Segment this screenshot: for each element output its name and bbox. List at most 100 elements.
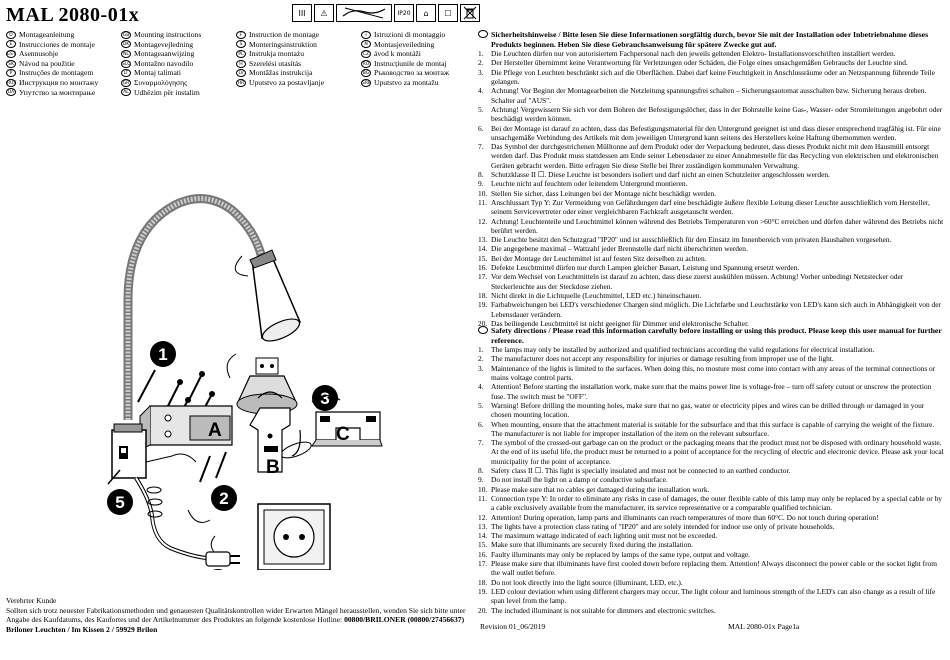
list-item: 6.When mounting, ensure that the attachm… bbox=[478, 420, 944, 439]
german-safety-section: Sicherheitshinweise / Bitte lesen Sie di… bbox=[478, 30, 944, 328]
svg-text:A: A bbox=[208, 420, 222, 441]
step-1-badge bbox=[150, 341, 176, 367]
list-item: 10.Please make sure that no cables get d… bbox=[478, 485, 944, 494]
bracket-c bbox=[311, 411, 383, 447]
list-number: 18. bbox=[478, 577, 488, 587]
language-label: Udhëzim për instalim bbox=[134, 87, 200, 97]
symbol-strip: III ⚠ IP20 ⌂ ☐ bbox=[292, 4, 480, 22]
list-text: Faulty illuminants may only be replaced … bbox=[491, 549, 751, 559]
list-item: 18.Do not look directly into the light s… bbox=[478, 578, 944, 587]
language-label: Uputstvo za postavljanje bbox=[249, 77, 325, 87]
language-code-icon: E bbox=[6, 40, 16, 49]
list-item: 8.Schutzklasse II ☐. Diese Leuchte ist b… bbox=[478, 170, 944, 179]
list-item: 20.Das beiliegende Leuchtmittel ist nich… bbox=[478, 319, 944, 328]
greeting: Verehrter Kunde bbox=[6, 596, 57, 605]
list-item: 14.The maximum wattage indicated of each… bbox=[478, 531, 944, 540]
list-item: 6.Bei der Montage ist darauf zu achten, … bbox=[478, 124, 944, 143]
language-label: Ръководство за монтаж bbox=[374, 68, 450, 78]
list-text: Die angegebene maximal – Wattzahl jeder … bbox=[491, 244, 748, 254]
list-item: 5.Achtung! Vergewissern Sie sich vor dem… bbox=[478, 105, 944, 124]
english-section-title: Safety directions / Please read this inf… bbox=[478, 326, 944, 345]
english-flag-icon bbox=[478, 326, 488, 334]
list-number: 5. bbox=[478, 400, 484, 410]
language-code-icon: EST bbox=[6, 49, 16, 58]
list-text: Achtung! Leuchtenteile und Leuchtmittel … bbox=[491, 216, 944, 235]
list-item: 11.Anschlussart Typ Y: Zur Vermeidung vo… bbox=[478, 198, 944, 217]
list-text: The lights have a protection class ratin… bbox=[491, 521, 835, 531]
language-label: Instrucciones de montaje bbox=[19, 39, 95, 49]
list-number: 2. bbox=[478, 58, 484, 68]
step-4-label: 4 bbox=[213, 571, 223, 590]
list-item: 15.Bei der Montage der Leuchtmittel ist … bbox=[478, 254, 944, 263]
list-number: 9. bbox=[478, 475, 484, 485]
language-label: Instruction de montage bbox=[249, 30, 320, 39]
customer-notice: Verehrter Kunde Sollten sich trotz neues… bbox=[6, 596, 466, 634]
list-number: 16. bbox=[478, 263, 488, 273]
list-text: Der Hersteller übernimmt keine Verantwor… bbox=[491, 58, 908, 68]
list-number: 11. bbox=[478, 197, 487, 207]
language-code-icon: AL bbox=[121, 88, 131, 97]
list-number: 15. bbox=[478, 540, 488, 550]
list-item: 20.The included illuminant is not suitab… bbox=[478, 606, 944, 615]
list-item: 4.Achtung! Vor Beginn der Montagearbeite… bbox=[478, 86, 944, 105]
indoor-icon: ⌂ bbox=[416, 4, 436, 22]
language-label: Mounting instructions bbox=[134, 30, 202, 39]
page-label: MAL 2080-01x Page1a bbox=[728, 622, 800, 631]
list-item: 10.Stellen Sie sicher, dass Leitungen be… bbox=[478, 189, 944, 198]
list-text: The lamps may only be installed by autho… bbox=[491, 345, 875, 355]
list-text: Defekte Leuchtmittel dürfen nur durch La… bbox=[491, 263, 800, 273]
svg-text:B: B bbox=[266, 457, 280, 478]
wall-socket bbox=[257, 503, 331, 570]
language-label: Συναρμολόγησης bbox=[134, 77, 188, 87]
list-number: 3. bbox=[478, 67, 484, 77]
list-item: 1.The lamps may only be installed by aut… bbox=[478, 345, 944, 354]
language-label: Instruções de montagem bbox=[19, 68, 94, 78]
ip20-icon: IP20 bbox=[394, 4, 414, 22]
language-label: Montāžas instrukcija bbox=[249, 68, 313, 78]
step-2-badge bbox=[211, 485, 237, 511]
svg-text:3: 3 bbox=[320, 389, 329, 408]
list-number: 3. bbox=[478, 363, 484, 373]
list-number: 4. bbox=[478, 86, 484, 96]
list-text: Nicht direkt in die Lichtquelle (Leuchtm… bbox=[491, 290, 702, 300]
list-text: The included illuminant is not suitable … bbox=[491, 605, 716, 615]
list-number: 20. bbox=[478, 605, 488, 615]
list-text: Die Leuchte besitzt den Schutzgrad "IP20… bbox=[491, 235, 892, 245]
list-item: 16.Defekte Leuchtmittel dürfen nur durch… bbox=[478, 263, 944, 272]
list-text: Do not look directly into the light sour… bbox=[491, 577, 683, 587]
list-item: 19.LED colour deviation when using diffe… bbox=[478, 587, 944, 606]
list-item: 8.Safety class II ☐. This light is speci… bbox=[478, 466, 944, 475]
mounting-illustration: 3 1 A B bbox=[107, 194, 383, 570]
language-label: Návod na použitie bbox=[19, 58, 75, 68]
list-text: Das beiliegende Leuchtmittel ist nicht g… bbox=[491, 318, 749, 328]
list-number: 17. bbox=[478, 559, 488, 569]
list-text: Maintenance of the lights is limited to … bbox=[491, 363, 936, 383]
list-item: 12.Achtung! Leuchtenteile und Leuchtmitt… bbox=[478, 217, 944, 236]
step-4-badge bbox=[213, 569, 223, 570]
list-item: 16.Faulty illuminants may only be replac… bbox=[478, 550, 944, 559]
list-text: Please make sure that no cables get dama… bbox=[491, 484, 710, 494]
hotline: 00800/BRILONER (00800/27456637) bbox=[344, 615, 465, 625]
list-item: 17.Please make sure that illuminants hav… bbox=[478, 559, 944, 578]
language-code-icon: D bbox=[6, 30, 16, 39]
language-code-icon: HR bbox=[236, 78, 246, 87]
list-text: Bei der Montage ist darauf zu achten, da… bbox=[491, 123, 941, 142]
list-text: Schutzklasse II ☐. Diese Leuchte ist bes… bbox=[491, 170, 830, 180]
list-number: 20. bbox=[478, 318, 488, 328]
right-column: Sicherheitshinweise / Bitte lesen Sie di… bbox=[478, 0, 944, 660]
language-code-icon: LT bbox=[121, 69, 131, 78]
list-number: 10. bbox=[478, 484, 488, 494]
